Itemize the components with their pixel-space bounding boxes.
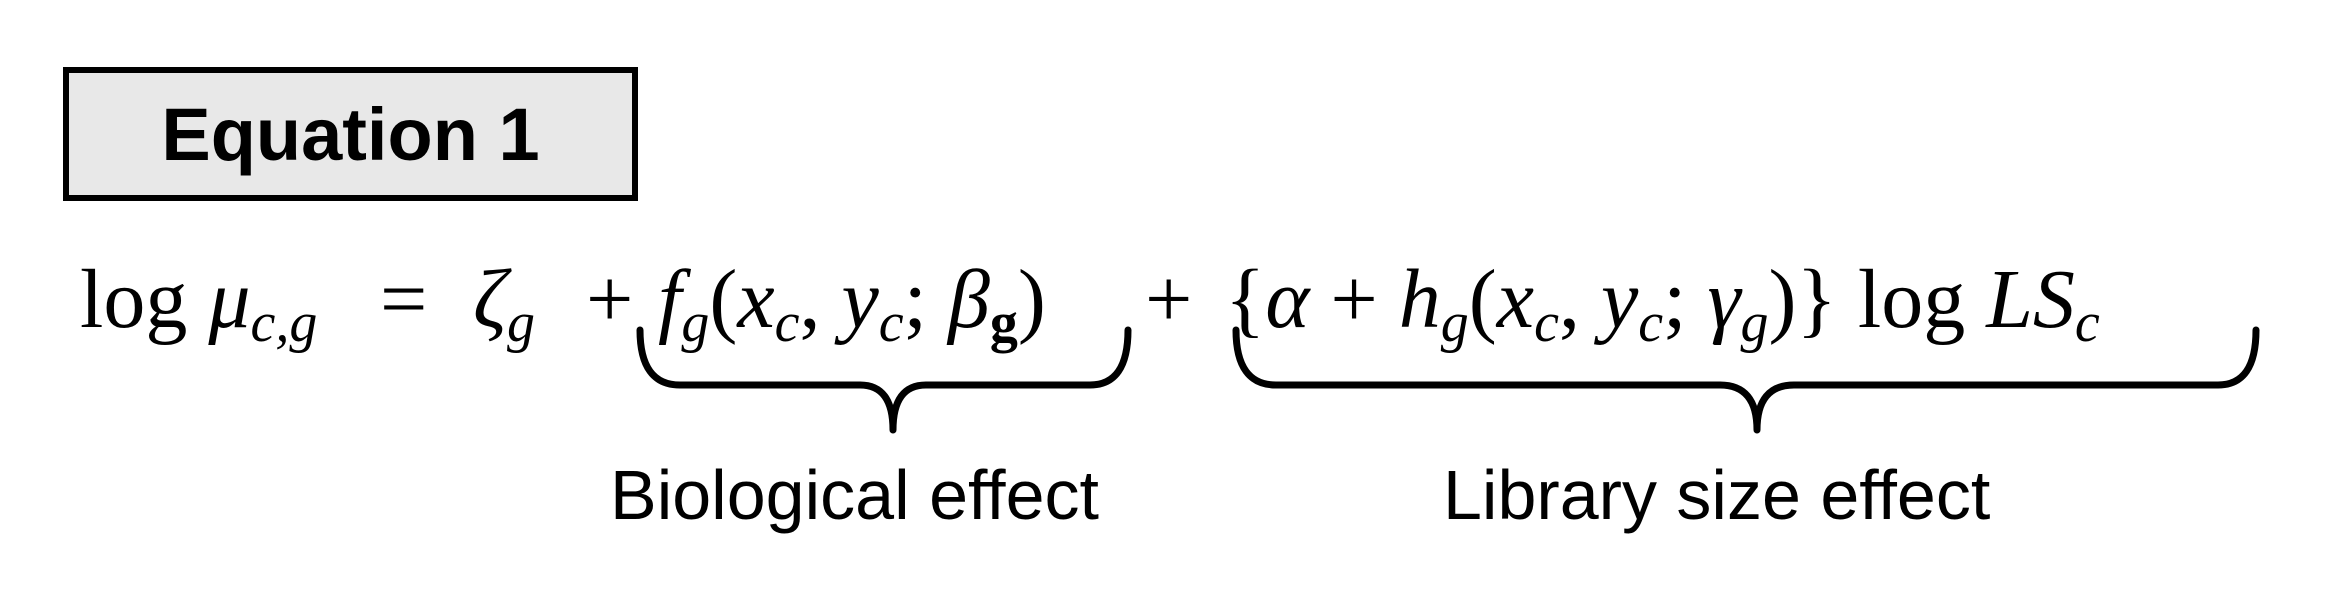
comma: , [1558,253,1601,346]
h-function: h [1398,253,1441,346]
mu-symbol: μ [208,253,251,346]
y-variable: y [1600,253,1639,346]
comma: , [799,253,842,346]
f-subscript: g [681,292,710,354]
open-paren: ( [1468,253,1497,346]
ls-symbol: LS [1986,253,2075,346]
plus-sign-2: + [1145,253,1193,346]
open-paren: ( [709,253,738,346]
x-subscript: c [774,292,800,354]
library-term: {α + hg(xc, yc; γg)} log LSc [1225,240,2100,360]
log-operator: log [1857,253,1966,346]
mu-subscript: c,g [250,292,318,354]
beta-symbol: β [947,253,990,346]
x-subscript: c [1534,292,1559,354]
lhs: log μc,g [80,240,317,360]
equals-sign: = [380,253,428,346]
log-operator: log [80,253,188,346]
close-brace: } [1796,253,1837,346]
gamma-symbol: γ [1707,253,1741,346]
zeta-symbol: ζ [473,253,508,346]
open-brace: { [1225,253,1266,346]
biological-effect-label: Biological effect [610,456,1100,534]
library-size-effect-label: Library size effect [1443,456,1991,534]
plus-sign: + [1309,253,1399,346]
biological-term: fg(xc, yc; βg) [658,240,1046,360]
x-variable: x [1496,253,1535,346]
y-subscript: c [1638,292,1664,354]
alpha-symbol: α [1265,253,1310,346]
equation-title: Equation 1 [63,67,638,201]
semicolon: ; [903,253,948,346]
zeta-subscript: g [507,292,536,354]
semicolon: ; [1663,253,1708,346]
equation: log μc,g = ζg + fg(xc, yc; βg) + {α + hg… [80,240,2280,370]
beta-subscript: g [989,292,1018,354]
h-subscript: g [1440,292,1469,354]
y-subscript: c [878,292,904,354]
f-function: f [658,253,682,346]
library-underbrace [1232,326,2260,434]
gamma-subscript: g [1740,292,1769,354]
x-variable: x [737,253,775,346]
ls-subscript: c [2074,292,2100,354]
biological-underbrace [636,326,1132,434]
y-variable: y [841,253,879,346]
plus-sign-1: + [586,253,634,346]
close-paren: ) [1017,253,1046,346]
zeta-term: ζg [473,240,535,360]
close-paren: ) [1768,253,1797,346]
